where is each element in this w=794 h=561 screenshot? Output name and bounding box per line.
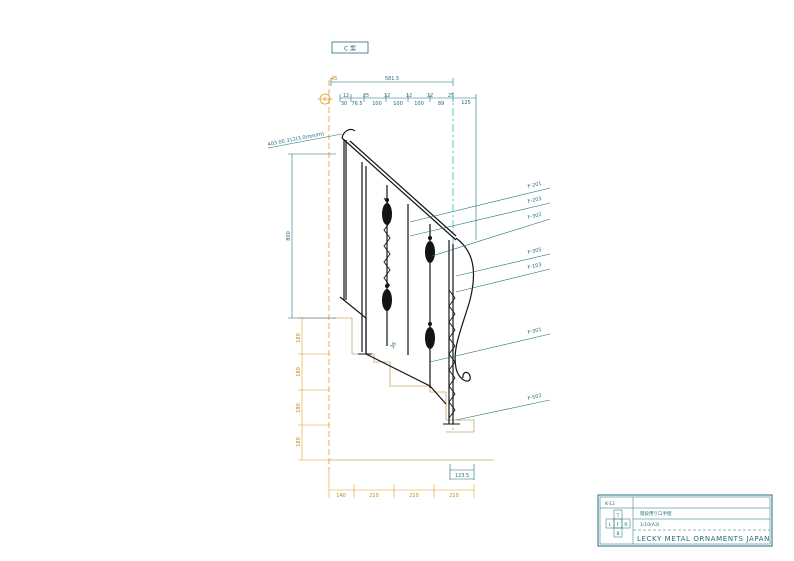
view-letter-L: L bbox=[609, 522, 612, 528]
dim-extension: 125 bbox=[461, 100, 471, 106]
title-block: K-12 階段用り口手摺 1/10(A3) LECKY METAL ORNAME… bbox=[597, 494, 773, 547]
part-F-502: F-502 bbox=[527, 393, 542, 402]
part-leaders bbox=[409, 187, 551, 421]
twisted-post-right bbox=[448, 289, 456, 419]
view-letter-F: F bbox=[617, 522, 620, 528]
dim-row2-6: 89 bbox=[438, 101, 444, 107]
dim-row2-1: 30 bbox=[341, 101, 347, 107]
step-width-4: 210 bbox=[449, 493, 459, 499]
view-letter-R: R bbox=[624, 522, 627, 528]
dim-row2-4: 100 bbox=[393, 101, 403, 107]
part-F-301: F-301 bbox=[527, 327, 542, 336]
step-height-3: 180 bbox=[296, 403, 302, 413]
handrail-ironwork bbox=[339, 128, 475, 424]
step-width-2: 210 bbox=[369, 493, 379, 499]
title-block-company: LECKY METAL ORNAMENTS JAPAN bbox=[637, 535, 770, 543]
dim-row2-2: 76.5 bbox=[351, 101, 362, 107]
stair-outline bbox=[329, 317, 494, 461]
leaf-ornaments bbox=[382, 198, 435, 349]
part-F-302: F-302 bbox=[527, 212, 542, 221]
dim-row2-3: 100 bbox=[372, 101, 382, 107]
dim-row1-3: 12 bbox=[384, 93, 390, 99]
circle-marker-symbol: ① bbox=[323, 97, 328, 103]
handrail-leader bbox=[267, 133, 343, 149]
part-F-201: F-201 bbox=[527, 181, 542, 190]
rail-height: 800 bbox=[286, 231, 292, 241]
step-height-4: 180 bbox=[296, 437, 302, 447]
dim-left-offset: 45 bbox=[331, 76, 337, 82]
handrail-callout: 403.00.312(3.0ｍｍ/ｍ) bbox=[267, 131, 324, 148]
step-width-dims bbox=[328, 470, 475, 498]
step-height-2: 180 bbox=[296, 367, 302, 377]
base-offset-dim bbox=[449, 464, 475, 480]
part-F-103: F-103 bbox=[527, 262, 542, 271]
dim-row1-1: 12 bbox=[343, 93, 349, 99]
plan-label-text: C 案 bbox=[344, 45, 356, 53]
step-height-dims bbox=[298, 317, 330, 461]
title-block-scale: 1/10(A3) bbox=[640, 522, 660, 528]
title-block-number: K-12 bbox=[605, 501, 615, 507]
base-plates bbox=[358, 353, 460, 425]
plan-label: C 案 bbox=[331, 41, 369, 54]
dim-row1-4: 12 bbox=[406, 93, 412, 99]
view-letters bbox=[605, 509, 631, 538]
dim-row2-5: 100 bbox=[414, 101, 424, 107]
part-F-203: F-203 bbox=[527, 196, 542, 205]
part-F-305: F-305 bbox=[527, 247, 542, 256]
circle-marker: ① bbox=[317, 93, 333, 105]
step-width-1: 140 bbox=[336, 493, 346, 499]
view-letter-B: B bbox=[616, 531, 619, 537]
view-letter-T: T bbox=[616, 513, 620, 519]
title-block-title: 階段用り口手摺 bbox=[640, 510, 672, 517]
rail-height-dim bbox=[288, 153, 336, 319]
stair-pitch: 38 bbox=[390, 341, 398, 350]
dim-row1-6: 25 bbox=[448, 93, 454, 99]
dim-overall: 581.5 bbox=[385, 76, 399, 82]
dim-row1-2: 25 bbox=[363, 93, 369, 99]
step-width-3: 210 bbox=[409, 493, 419, 499]
step-height-1: 180 bbox=[296, 333, 302, 343]
dim-row1-5: 12 bbox=[427, 93, 433, 99]
base-offset: 123.5 bbox=[455, 473, 469, 479]
